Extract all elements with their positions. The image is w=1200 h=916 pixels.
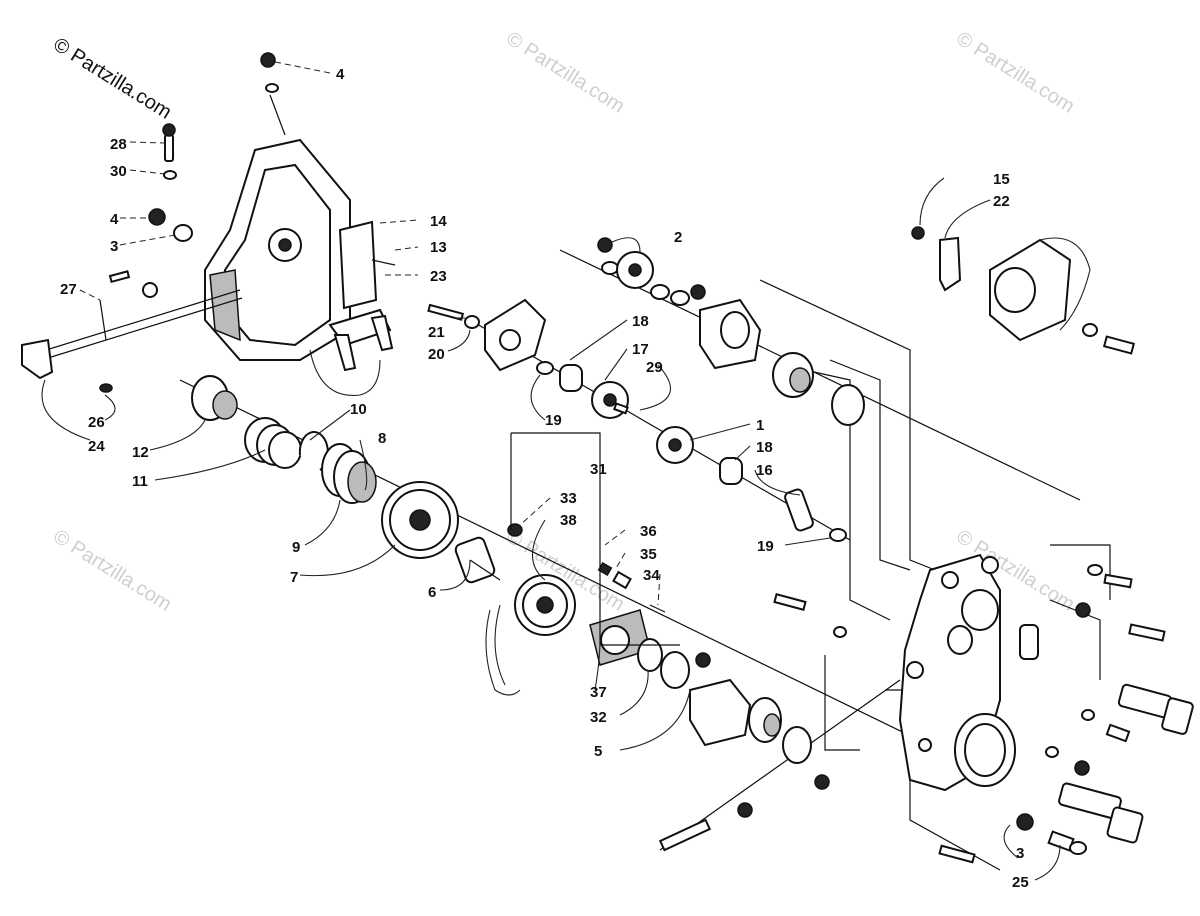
callout-23: 23	[430, 268, 447, 285]
callout-38: 38	[560, 512, 577, 529]
shift-shaft	[21, 270, 243, 393]
callout-21: 21	[428, 324, 445, 341]
callout-17: 17	[632, 341, 649, 358]
callout-10: 10	[350, 401, 367, 418]
callout-3: 3	[110, 238, 118, 255]
callout-4: 4	[336, 66, 345, 83]
callout-18: 18	[632, 313, 649, 330]
callout-33: 33	[560, 490, 577, 507]
callout-32: 32	[590, 709, 607, 726]
callout-20: 20	[428, 346, 445, 363]
callout-30: 30	[110, 163, 127, 180]
callout-labels: 4 28 30 4 3 14 13 23 27 21 20 26 24 12 1…	[60, 66, 1029, 891]
cover-plate	[309, 220, 396, 396]
callout-2: 2	[674, 229, 682, 246]
callout-35: 35	[640, 546, 657, 563]
callout-19: 19	[757, 538, 774, 555]
watermark-repeat: © Partzilla.com	[502, 28, 628, 118]
callout-29: 29	[646, 359, 663, 376]
callout-26: 26	[88, 414, 105, 431]
callout-14: 14	[430, 213, 447, 230]
callout-9: 9	[292, 539, 300, 556]
callout-18: 18	[756, 439, 773, 456]
callout-37: 37	[590, 684, 607, 701]
upper-idler-stack	[427, 237, 865, 542]
drive-cluster	[191, 375, 501, 584]
drive-chain	[485, 604, 521, 696]
watermark-repeat: © Partzilla.com	[49, 526, 175, 616]
callout-19: 19	[545, 412, 562, 429]
callout-12: 12	[132, 444, 149, 461]
top-right-mount	[911, 226, 1136, 355]
callout-34: 34	[643, 567, 660, 584]
callout-24: 24	[88, 438, 105, 455]
callout-6: 6	[428, 584, 436, 601]
leader-lines	[41, 61, 1061, 881]
callout-28: 28	[110, 136, 127, 153]
callout-27: 27	[60, 281, 77, 298]
lower-bearing	[658, 593, 847, 852]
chaincase-housing	[898, 553, 1039, 792]
callout-15: 15	[993, 171, 1010, 188]
callout-7: 7	[290, 569, 298, 586]
sprocket-cluster	[507, 523, 690, 689]
watermark-repeat: © Partzilla.com	[952, 28, 1078, 118]
callout-22: 22	[993, 193, 1010, 210]
callout-1: 1	[756, 417, 764, 434]
left-hardware	[148, 123, 193, 242]
callout-36: 36	[640, 523, 657, 540]
callout-25: 25	[1012, 874, 1029, 891]
callout-8: 8	[378, 430, 386, 447]
callout-5: 5	[594, 743, 602, 760]
callout-11: 11	[132, 473, 148, 490]
watermark-primary: © Partzilla.com	[49, 34, 175, 124]
callout-13: 13	[430, 239, 447, 256]
right-fasteners	[938, 564, 1194, 864]
callout-3: 3	[1016, 845, 1024, 862]
chaincase-cover	[204, 52, 351, 361]
callout-31: 31	[590, 461, 607, 478]
callout-4: 4	[110, 211, 119, 228]
callout-16: 16	[756, 462, 773, 479]
